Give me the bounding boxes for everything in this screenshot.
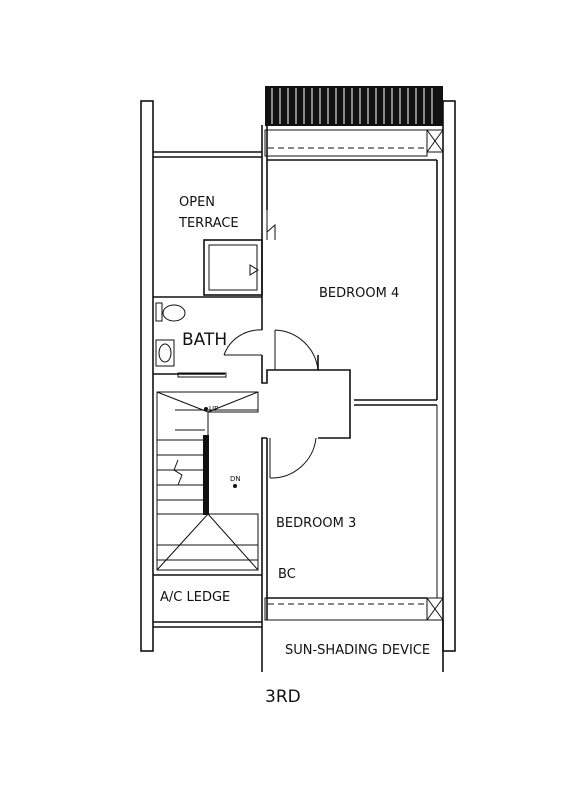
bedroom-3-label: BEDROOM 3 [276, 516, 356, 531]
bottom-window [264, 597, 444, 621]
outer-walls [140, 100, 456, 672]
lobby [261, 329, 351, 620]
bath-label: BATH [182, 330, 227, 350]
wardrobe [203, 210, 276, 296]
stair-up-label: UP [209, 405, 218, 413]
roof-louvre [265, 86, 443, 126]
sun-shading-label: SUN-SHADING DEVICE [285, 643, 430, 658]
bath-fixtures [153, 296, 263, 378]
open-terrace-label-2: TERRACE [178, 216, 239, 231]
floor-label: 3RD [265, 687, 301, 707]
bedroom-4-walls [267, 159, 438, 406]
ac-ledge-label: A/C LEDGE [160, 590, 230, 605]
bedroom-4-label: BEDROOM 4 [319, 286, 399, 301]
stair-down-label: DN [230, 475, 241, 483]
staircase [153, 391, 262, 576]
top-window [264, 129, 444, 157]
bc-label: BC [278, 567, 296, 582]
open-terrace-label-1: OPEN [179, 195, 215, 210]
